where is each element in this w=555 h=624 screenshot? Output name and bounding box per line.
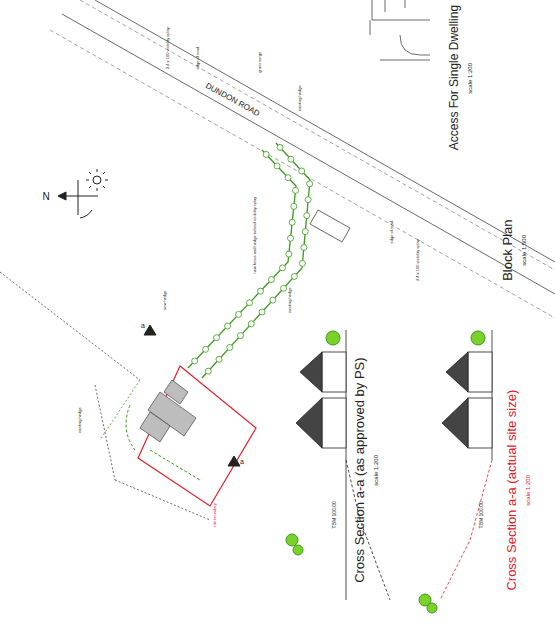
hedge-plant xyxy=(307,181,313,187)
hedge-plant xyxy=(258,288,264,294)
house-section xyxy=(322,398,346,448)
hedge-plant xyxy=(248,321,254,327)
house-section xyxy=(322,352,346,392)
annotation: 2.4 x 100 visibility splay xyxy=(166,27,170,69)
house-section xyxy=(468,398,492,448)
level-note: TBM 100.00 xyxy=(479,501,485,528)
hedge-plant xyxy=(291,203,297,209)
annotation: existing hedge xyxy=(298,85,302,111)
hedge-plant xyxy=(205,368,211,374)
annotation: site boundary xyxy=(213,503,217,527)
drawing-title: Cross Section a-a (as approved by PS) xyxy=(353,357,367,582)
hedge-plant xyxy=(203,346,209,352)
sun-path xyxy=(80,210,92,218)
annotation: new fence and hedge behind visibility sp… xyxy=(253,197,257,274)
tree xyxy=(427,603,437,613)
hedge-plant xyxy=(305,197,311,203)
hedge-plant xyxy=(268,277,274,283)
tree xyxy=(326,331,340,345)
hedge-plant xyxy=(225,323,231,329)
new-hedge xyxy=(126,405,200,480)
hedge-plant xyxy=(301,244,307,250)
drawing-title: Cross Section a-a (actual site size) xyxy=(505,390,519,591)
annotation: new hedge xyxy=(163,290,167,310)
section-letter: a xyxy=(240,458,244,466)
road-edge xyxy=(95,0,555,262)
hedge-plant xyxy=(277,144,283,150)
hedge-plant xyxy=(289,219,295,225)
tree xyxy=(286,534,298,546)
annotation: existing hedge xyxy=(288,287,292,313)
drawing-title: Access For Single Dwelling xyxy=(448,5,461,150)
annotation: edge of road xyxy=(390,221,394,243)
hedge-plant xyxy=(227,344,233,350)
roof-section xyxy=(296,398,322,448)
tree xyxy=(293,545,303,555)
hedge-plant xyxy=(288,156,294,162)
sun-symbol xyxy=(93,176,101,184)
hedge-plant xyxy=(279,265,285,271)
road-name: DUNDON ROAD xyxy=(203,81,260,118)
hedge-line xyxy=(100,380,140,440)
scale-note: scale 1:500 xyxy=(521,235,528,266)
driveway-edge xyxy=(188,150,296,368)
hedge-plant xyxy=(192,358,198,364)
section-letter: a xyxy=(141,322,145,330)
hedge-plant xyxy=(302,229,308,235)
hedge-plant xyxy=(288,235,294,241)
annotation: 2.4 x 100 visibility splay xyxy=(416,239,420,281)
hedge-plant xyxy=(263,151,269,157)
hedge-plant xyxy=(286,251,292,257)
verge-line xyxy=(50,30,555,318)
scale-note: scale 1:200 xyxy=(373,455,380,486)
scale-note: scale 1:200 xyxy=(525,475,532,506)
house-section xyxy=(468,352,492,392)
roof-section xyxy=(300,352,322,392)
hedge-plant xyxy=(291,273,297,279)
sun-symbol xyxy=(86,169,108,191)
annotation: grass verge xyxy=(258,52,262,73)
hedge-plant xyxy=(293,187,299,193)
hedge-plant xyxy=(285,175,291,181)
access-detail xyxy=(370,20,371,35)
parking-bay xyxy=(310,210,350,242)
tree xyxy=(471,331,485,345)
north-letter: N xyxy=(42,191,49,202)
ground-profile xyxy=(440,460,492,600)
field-boundary xyxy=(0,272,210,520)
verge-line xyxy=(80,0,555,270)
annotation: edge of road xyxy=(196,47,200,69)
road-edge xyxy=(62,14,555,294)
hedge-plant xyxy=(304,213,310,219)
annotation: existing hedge xyxy=(78,407,82,433)
driveway-edge xyxy=(202,143,310,378)
hedge-plant xyxy=(236,311,242,317)
hedge-plant xyxy=(270,297,276,303)
section-mark xyxy=(228,456,240,466)
level-note: TBM 100.00 xyxy=(332,501,338,528)
section-mark xyxy=(144,325,156,335)
hedge-plant xyxy=(216,356,222,362)
garage-plan xyxy=(164,380,188,404)
hedge-plant xyxy=(238,333,244,339)
north-arrow xyxy=(58,192,66,200)
hedge-plant xyxy=(299,168,305,174)
roof-section xyxy=(446,352,468,392)
roof-section xyxy=(442,398,468,448)
house-plan xyxy=(140,412,170,442)
site-boundary xyxy=(138,366,256,506)
north-arrow xyxy=(78,180,79,215)
hedge-plant xyxy=(281,285,287,291)
access-detail xyxy=(372,0,430,60)
hedge-plant xyxy=(247,300,253,306)
drawing-title: Block Plan xyxy=(501,219,515,280)
hedge-plant xyxy=(214,335,220,341)
hedge-plant xyxy=(274,163,280,169)
hedge-plant xyxy=(259,309,265,315)
hedge-plant xyxy=(299,260,305,266)
scale-note: scale 1:200 xyxy=(467,63,474,94)
